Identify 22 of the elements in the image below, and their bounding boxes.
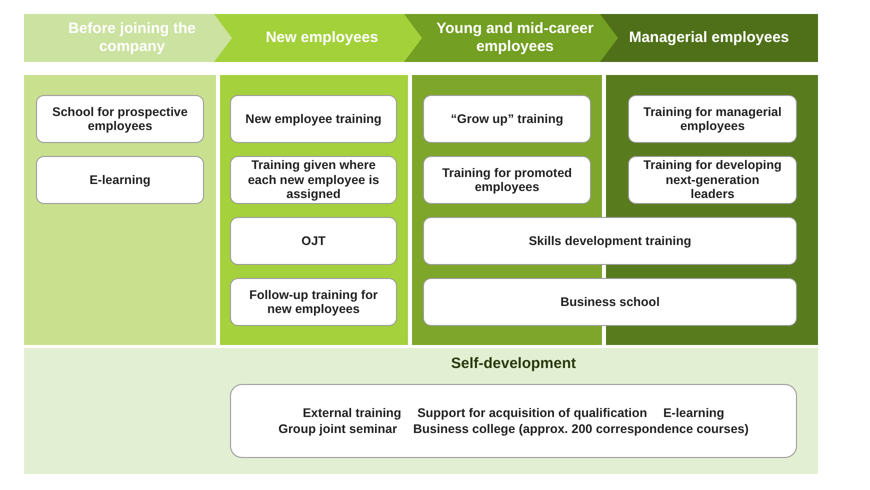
training-box: New employee training: [230, 95, 397, 143]
training-box: School for prospective employees: [36, 95, 204, 143]
column-heading: Before joining the company: [67, 20, 197, 56]
training-item: Business college (approx. 200 correspondence courses): [413, 422, 749, 436]
training-box: Skills development training: [423, 217, 797, 265]
training-item: E-learning: [663, 406, 724, 420]
training-box: Business school: [423, 278, 797, 326]
training-box: OJT: [230, 217, 397, 265]
training-item: Group joint seminar: [278, 422, 398, 436]
training-box: Training given where each new employee is assigned: [230, 156, 397, 204]
column-heading: Young and mid-career employees: [435, 20, 595, 56]
training-box: “Grow up” training: [423, 95, 591, 143]
training-box: E-learning: [36, 156, 204, 204]
training-box: Training for developing next-generation leaders: [628, 156, 797, 204]
column-heading: New employees: [264, 29, 380, 47]
training-item: Support for acquisition of qualification: [417, 406, 648, 420]
training-box: Training for promoted employees: [423, 156, 591, 204]
section-heading: Self-development: [450, 355, 576, 372]
training-box: Follow-up training for new employees: [230, 278, 397, 326]
training-item: External training: [302, 406, 402, 420]
training-box: Training for managerial employees: [628, 95, 797, 143]
column-heading: Managerial employees: [628, 29, 790, 47]
